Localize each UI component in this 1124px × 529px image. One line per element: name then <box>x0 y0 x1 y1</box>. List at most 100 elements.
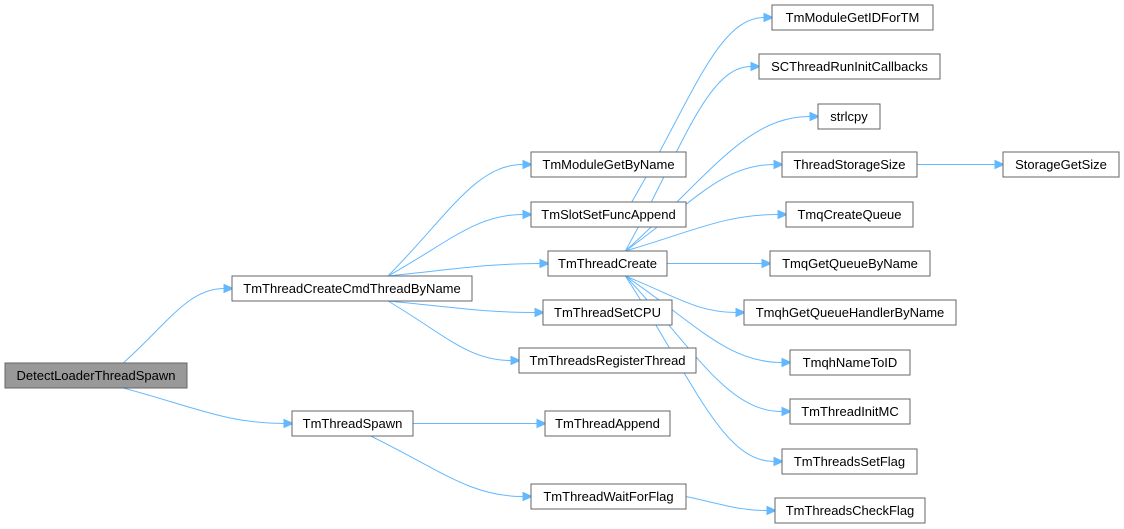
edge-tm-thread-wait-for-flag-to-tm-threads-check-flag <box>685 496 768 511</box>
edge-tm-thread-create-to-tmqh-get-queue-handler-by-name <box>625 275 737 313</box>
node-box-tm-thread-init-mc <box>789 398 911 425</box>
arrowhead-tm-threads-register-thread <box>510 355 522 366</box>
node-label-tm-thread-wait-for-flag: TmThreadWaitForFlag <box>543 489 673 504</box>
edge-detect-loader-thread-spawn-to-tm-thread-spawn <box>123 387 285 424</box>
node-label-tm-thread-create: TmThreadCreate <box>558 256 657 271</box>
arrowhead-tmqh-get-queue-handler-by-name <box>735 307 747 318</box>
node-box-detect-loader-thread-spawn <box>4 362 188 389</box>
node-box-tm-threads-set-flag <box>781 448 918 475</box>
node-label-tm-slot-set-func-append: TmSlotSetFuncAppend <box>541 207 675 222</box>
arrowhead-tm-module-get-by-name <box>522 159 534 170</box>
arrowhead-strlcpy <box>809 111 821 122</box>
node-box-tm-thread-spawn <box>291 410 414 437</box>
edge-tm-thread-create-to-tmq-create-queue <box>625 214 779 252</box>
node-tmq-create-queue[interactable]: TmqCreateQueue <box>785 201 914 228</box>
arrowhead-storage-get-size <box>994 159 1006 170</box>
edge-tm-thread-create-to-tm-thread-init-mc <box>624 275 783 412</box>
node-box-tm-slot-set-func-append <box>530 201 687 228</box>
node-label-tm-thread-spawn: TmThreadSpawn <box>303 416 403 431</box>
arrowhead-tm-thread-set-cpu <box>534 307 546 318</box>
node-label-detect-loader-thread-spawn: DetectLoaderThreadSpawn <box>17 368 176 383</box>
node-label-tmqh-get-queue-handler-by-name: TmqhGetQueueHandlerByName <box>756 305 945 320</box>
arrowhead-tm-module-get-id-for-tm <box>763 12 775 23</box>
edge-tm-thread-create-cmd-thread-by-name-to-tm-slot-set-func-append <box>387 214 524 277</box>
node-tm-thread-init-mc[interactable]: TmThreadInitMC <box>789 398 911 425</box>
arrowhead-tm-threads-set-flag <box>773 456 785 467</box>
edge-tm-thread-create-to-tmqh-name-to-id <box>625 275 783 363</box>
node-box-tmq-create-queue <box>785 201 914 228</box>
node-tm-thread-create-cmd-thread-by-name[interactable]: TmThreadCreateCmdThreadByName <box>231 275 473 302</box>
node-tm-thread-create[interactable]: TmThreadCreate <box>547 250 668 277</box>
node-box-tmqh-get-queue-handler-by-name <box>743 299 957 326</box>
node-tm-module-get-id-for-tm[interactable]: TmModuleGetIDForTM <box>771 4 934 31</box>
edge-tm-thread-create-cmd-thread-by-name-to-tm-module-get-by-name <box>387 164 524 277</box>
node-box-tm-threads-register-thread <box>518 347 697 374</box>
node-label-tm-module-get-by-name: TmModuleGetByName <box>542 157 674 172</box>
node-box-tm-threads-check-flag <box>774 497 926 524</box>
node-label-tm-thread-init-mc: TmThreadInitMC <box>801 404 899 419</box>
arrowhead-tmq-get-queue-by-name <box>761 258 773 269</box>
arrowhead-tm-thread-wait-for-flag <box>522 491 534 502</box>
node-tmqh-get-queue-handler-by-name[interactable]: TmqhGetQueueHandlerByName <box>743 299 957 326</box>
node-tmq-get-queue-by-name[interactable]: TmqGetQueueByName <box>769 250 931 277</box>
node-box-strlcpy <box>817 103 881 130</box>
node-label-tmqh-name-to-id: TmqhNameToID <box>803 355 898 370</box>
node-label-sc-thread-run-init-callbacks: SCThreadRunInitCallbacks <box>771 59 928 74</box>
arrowhead-tm-thread-init-mc <box>781 406 793 417</box>
node-thread-storage-size[interactable]: ThreadStorageSize <box>781 151 918 178</box>
node-box-tm-module-get-id-for-tm <box>771 4 934 31</box>
arrowhead-tm-threads-check-flag <box>766 505 778 516</box>
arrowhead-tm-thread-spawn <box>283 418 295 429</box>
node-tmqh-name-to-id[interactable]: TmqhNameToID <box>789 349 911 376</box>
arrowhead-tmq-create-queue <box>777 209 789 220</box>
call-nodes: DetectLoaderThreadSpawn TmThreadCreateCmd… <box>4 4 1120 524</box>
node-box-tm-thread-create-cmd-thread-by-name <box>231 275 473 302</box>
node-tm-module-get-by-name[interactable]: TmModuleGetByName <box>530 151 687 178</box>
node-tm-thread-wait-for-flag[interactable]: TmThreadWaitForFlag <box>530 483 687 510</box>
node-label-tm-thread-create-cmd-thread-by-name: TmThreadCreateCmdThreadByName <box>243 281 460 296</box>
node-label-tm-threads-set-flag: TmThreadsSetFlag <box>794 454 905 469</box>
arrowhead-tm-thread-create <box>539 258 551 269</box>
node-box-tm-module-get-by-name <box>530 151 687 178</box>
node-tm-thread-spawn[interactable]: TmThreadSpawn <box>291 410 414 437</box>
node-label-tm-threads-check-flag: TmThreadsCheckFlag <box>786 503 915 518</box>
node-label-tm-module-get-id-for-tm: TmModuleGetIDForTM <box>786 10 920 25</box>
node-storage-get-size[interactable]: StorageGetSize <box>1002 151 1120 178</box>
node-box-storage-get-size <box>1002 151 1120 178</box>
node-label-tmq-get-queue-by-name: TmqGetQueueByName <box>782 256 918 271</box>
edge-tm-thread-create-cmd-thread-by-name-to-tm-thread-set-cpu <box>387 300 536 313</box>
node-label-tmq-create-queue: TmqCreateQueue <box>797 207 901 222</box>
arrowhead-tm-thread-append <box>536 418 548 429</box>
edge-tm-thread-create-cmd-thread-by-name-to-tm-threads-register-thread <box>387 300 512 361</box>
node-label-strlcpy: strlcpy <box>830 109 868 124</box>
node-tm-thread-set-cpu[interactable]: TmThreadSetCPU <box>542 299 673 326</box>
arrowhead-tm-slot-set-func-append <box>522 209 534 220</box>
node-box-tmqh-name-to-id <box>789 349 911 376</box>
node-sc-thread-run-init-callbacks[interactable]: SCThreadRunInitCallbacks <box>758 53 941 80</box>
node-label-tm-thread-append: TmThreadAppend <box>555 416 660 431</box>
node-tm-slot-set-func-append[interactable]: TmSlotSetFuncAppend <box>530 201 687 228</box>
node-box-thread-storage-size <box>781 151 918 178</box>
edge-tm-thread-create-cmd-thread-by-name-to-tm-thread-create <box>387 263 541 277</box>
node-strlcpy[interactable]: strlcpy <box>817 103 881 130</box>
node-tm-threads-check-flag[interactable]: TmThreadsCheckFlag <box>774 497 926 524</box>
node-box-sc-thread-run-init-callbacks <box>758 53 941 80</box>
arrowhead-sc-thread-run-init-callbacks <box>750 61 762 72</box>
arrowhead-tm-thread-create-cmd-thread-by-name <box>223 283 235 294</box>
node-box-tm-thread-create <box>547 250 668 277</box>
node-box-tmq-get-queue-by-name <box>769 250 931 277</box>
node-label-storage-get-size: StorageGetSize <box>1015 157 1107 172</box>
arrowhead-tmqh-name-to-id <box>781 357 793 368</box>
node-box-tm-thread-append <box>544 410 671 437</box>
node-label-thread-storage-size: ThreadStorageSize <box>793 157 905 172</box>
node-detect-loader-thread-spawn[interactable]: DetectLoaderThreadSpawn <box>4 362 188 389</box>
node-tm-threads-register-thread[interactable]: TmThreadsRegisterThread <box>518 347 697 374</box>
edge-tm-thread-spawn-to-tm-thread-wait-for-flag <box>370 435 524 497</box>
edge-detect-loader-thread-spawn-to-tm-thread-create-cmd-thread-by-name <box>122 288 225 364</box>
node-tm-threads-set-flag[interactable]: TmThreadsSetFlag <box>781 448 918 475</box>
arrowhead-thread-storage-size <box>773 159 785 170</box>
node-tm-thread-append[interactable]: TmThreadAppend <box>544 410 671 437</box>
node-label-tm-thread-set-cpu: TmThreadSetCPU <box>554 305 661 320</box>
edge-tm-thread-create-to-thread-storage-size <box>625 164 775 252</box>
